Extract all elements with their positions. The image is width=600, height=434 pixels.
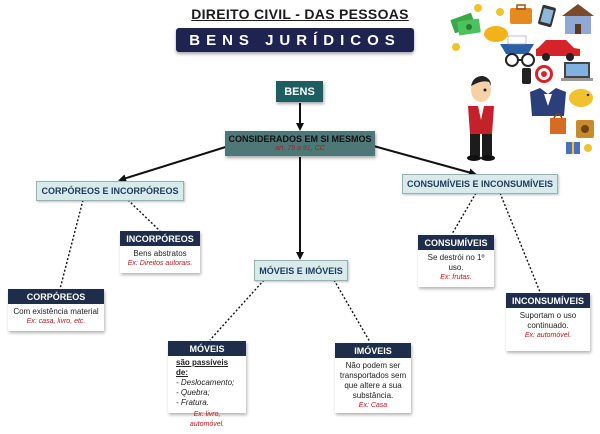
phone-icon (522, 68, 531, 84)
node-considerados-title: CONSIDERADOS EM SI MESMOS (228, 134, 372, 144)
laptop-icon (561, 62, 593, 81)
gold-icon (484, 26, 508, 42)
coin-icon (496, 8, 504, 16)
node-imoveis-text: Não podem ser transportados sem que alte… (339, 361, 407, 400)
money-icon (450, 12, 481, 36)
node-incorporeos-title: INCORPÓREOS (120, 231, 200, 246)
node-consumiveis-title: CONSUMÍVEIS (418, 235, 494, 250)
node-moveis-item: - Fratura. (176, 398, 209, 407)
category-corporeos-incorporeos: CORPÓREOS E INCORPÓREOS (36, 181, 184, 201)
node-considerados-subtitle: art. 79 a 91, CC (275, 145, 325, 152)
node-imoveis-title: IMÓVEIS (335, 343, 411, 358)
node-considerados: CONSIDERADOS EM SI MESMOS art. 79 a 91, … (225, 131, 375, 156)
node-imoveis-example: Ex: Casa (358, 402, 388, 409)
node-inconsumiveis-example: Ex: automóvel. (524, 332, 572, 339)
node-corporeos-text: Com existência material (13, 307, 99, 316)
dotted-to-imoveis (333, 279, 371, 343)
node-incorporeos: INCORPÓREOS Bens abstratos Ex: Direitos … (120, 231, 200, 273)
man-icon (467, 76, 495, 161)
safe-icon (576, 120, 594, 138)
goods-clipart (450, 4, 594, 161)
node-corporeos-title: CORPÓREOS (8, 289, 104, 304)
node-corporeos-example: Ex: casa, livro, etc. (26, 318, 86, 325)
dotted-to-inconsumiveis (499, 192, 541, 293)
node-moveis-item: - Quebra; (176, 388, 210, 397)
node-moveis-subtitle: são passíveis de: (176, 358, 229, 377)
node-moveis-item: - Deslocamento; (176, 378, 235, 387)
coin-icon (474, 4, 482, 12)
category-consumiveis-inconsumiveis: CONSUMÍVEIS E INCONSUMÍVEIS (402, 174, 558, 194)
arrow-to-corporeos-incorporeos (118, 144, 233, 183)
car-icon (536, 40, 580, 61)
node-inconsumiveis-title: INCONSUMÍVEIS (506, 293, 590, 308)
coin-icon (452, 43, 460, 51)
target-icon (535, 65, 553, 83)
node-moveis-example: Ex: livro, automóvel. (189, 411, 225, 428)
category-moveis-imoveis: MÓVEIS E IMÓVEIS (254, 260, 348, 281)
node-incorporeos-example: Ex: Direitos autorais. (127, 260, 193, 267)
briefcase-icon (510, 4, 532, 24)
house-icon (562, 4, 594, 34)
node-corporeos: CORPÓREOS Com existência material Ex: ca… (8, 289, 104, 331)
node-inconsumiveis: INCONSUMÍVEIS Suportam o uso continuado.… (506, 293, 590, 351)
shopping-bag-icon (550, 113, 566, 134)
dotted-to-moveis (209, 279, 265, 341)
gift-icon (566, 142, 580, 154)
node-incorporeos-text: Bens abstratos (133, 249, 187, 258)
connector-lines (59, 103, 541, 343)
node-imoveis: IMÓVEIS Não podem ser transportados sem … (335, 343, 411, 413)
root-node-bens: BENS (276, 81, 323, 102)
node-consumiveis: CONSUMÍVEIS Se destrói no 1º uso. Ex: fr… (418, 235, 494, 287)
page-title: DIREITO CIVIL - DAS PESSOAS (191, 6, 409, 22)
piggy-bank-icon (569, 89, 593, 107)
glasses-icon (505, 53, 535, 67)
dotted-to-corporeos (59, 199, 84, 290)
coin-icon (584, 144, 592, 152)
banner-title: BENS JURÍDICOS (176, 28, 414, 52)
node-consumiveis-example: Ex: frutas. (440, 274, 472, 281)
suit-icon (530, 88, 566, 116)
dotted-to-incorporeos (127, 199, 161, 232)
ship-icon (500, 35, 534, 54)
dotted-to-consumiveis (451, 192, 477, 235)
node-moveis-title: MÓVEIS (168, 341, 246, 356)
arrow-to-consumiveis-inconsumiveis (369, 144, 477, 177)
node-consumiveis-text: Se destrói no 1º uso. (427, 253, 485, 272)
node-inconsumiveis-text: Suportam o uso continuado. (519, 311, 577, 330)
node-moveis: MÓVEIS são passíveis de: - Deslocamento;… (168, 341, 246, 428)
